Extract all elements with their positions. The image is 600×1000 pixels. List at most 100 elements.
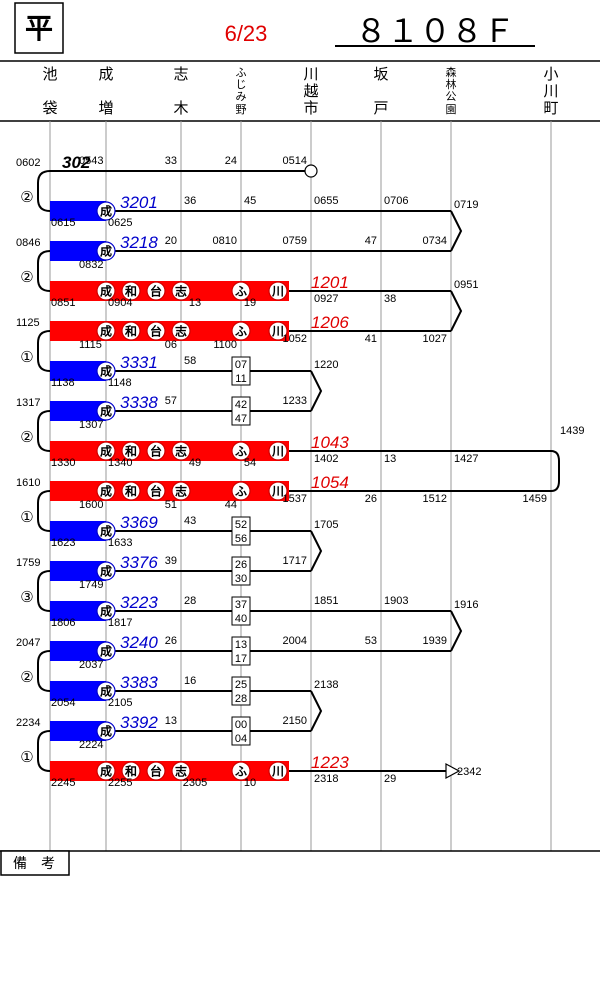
time-label: 1537 (283, 493, 307, 505)
time-label: 43 (184, 515, 196, 527)
stop-badge: 志 (171, 761, 191, 781)
stop-badge: 志 (171, 321, 191, 341)
time-label: 1459 (523, 493, 547, 505)
local-band (50, 681, 106, 701)
passing-departure: 30 (235, 573, 247, 585)
stop-badge-label: 成 (100, 364, 112, 379)
stop-badge: 川 (268, 761, 288, 781)
stop-badge-circle (231, 441, 251, 461)
time-label: 13 (384, 453, 396, 465)
turnback-chevron (310, 690, 323, 732)
station-label-char: 園 (446, 103, 457, 116)
layover-time: 1610 (16, 477, 40, 489)
layover-bracket (37, 250, 51, 292)
stop-badge-circle (146, 761, 166, 781)
station-label-char: 木 (173, 100, 188, 117)
time-label: 1903 (384, 595, 408, 607)
passing-box-frame (231, 396, 251, 426)
stop-badge-label: 和 (124, 444, 137, 459)
passing-box-frame (231, 636, 251, 666)
stop-badge-label: 成 (100, 604, 112, 619)
stop-badge-circle (146, 321, 166, 341)
stop-badge-label: 台 (150, 324, 162, 339)
time-label: 58 (184, 355, 196, 367)
layover-time: 0602 (16, 157, 40, 169)
stop-badge-label: 和 (124, 324, 137, 339)
time-label: 1749 (79, 579, 103, 591)
time-label: 0615 (51, 217, 75, 229)
express-band (50, 481, 289, 501)
stop-badge-label: 成 (100, 724, 112, 739)
layover-time: 1759 (16, 557, 40, 569)
time-label: 1717 (283, 555, 307, 567)
stop-badge-label: 志 (175, 444, 187, 459)
station-label-char: 小 (543, 66, 558, 83)
time-label: 1916 (454, 599, 478, 611)
time-label: 0734 (423, 235, 447, 247)
train-number: 3376 (120, 553, 158, 572)
train-number: 1043 (311, 433, 349, 452)
time-label: 10 (244, 777, 256, 789)
stop-badge-label: 台 (150, 484, 162, 499)
stop-badge-label: 和 (124, 484, 137, 499)
time-label: 2305 (183, 777, 207, 789)
station-label-ikebukuro: 池袋 (42, 66, 57, 117)
stop-badge-label: 成 (100, 524, 112, 539)
station-label-char: 川 (303, 66, 318, 83)
stop-badge: 成 (96, 521, 116, 541)
stop-badge-circle (96, 761, 116, 781)
turnback-chevron (450, 610, 463, 652)
time-label: 0514 (283, 155, 307, 167)
layover-bracket (37, 730, 51, 772)
time-label: 2150 (283, 715, 307, 727)
time-label: 36 (184, 195, 196, 207)
turnback-bracket (550, 450, 560, 492)
time-label: 29 (384, 773, 396, 785)
stop-badge-circle (121, 281, 141, 301)
stop-badge: 成 (96, 201, 116, 221)
station-label-char: 林 (446, 77, 457, 91)
stop-badge-label: 川 (271, 285, 284, 299)
stop-badge-circle (146, 441, 166, 461)
station-label-char: じ (236, 78, 247, 91)
stop-badge-label: 成 (100, 644, 112, 659)
passing-box-frame (231, 596, 251, 626)
turnback-chevron (450, 210, 463, 252)
stop-badge: ふ (231, 441, 251, 461)
stop-badge: 成 (96, 441, 116, 461)
layover-stay-count: ② (20, 269, 33, 286)
stop-badge: 和 (121, 281, 141, 301)
stop-badge-circle (121, 481, 141, 501)
layover-time: 1317 (16, 397, 40, 409)
train-number: 3383 (120, 673, 158, 692)
stop-badge: ふ (231, 321, 251, 341)
time-label: 33 (165, 155, 177, 167)
time-label: 1307 (79, 419, 103, 431)
time-label: 1233 (283, 395, 307, 407)
passing-box-frame (231, 356, 251, 386)
stop-badge-circle (96, 401, 116, 421)
local-band (50, 561, 106, 581)
passing-arrival: 52 (235, 519, 247, 531)
passing-arrival: 37 (235, 599, 247, 611)
layover-bracket (37, 410, 51, 452)
local-band (50, 361, 106, 381)
time-label: 0655 (314, 195, 338, 207)
time-label: 51 (165, 499, 177, 511)
remarks-box (0, 850, 70, 876)
time-label: 0543 (79, 155, 103, 167)
stop-badge: 台 (146, 441, 166, 461)
layover-bracket (37, 650, 51, 692)
station-label-char: ふ (236, 66, 247, 79)
